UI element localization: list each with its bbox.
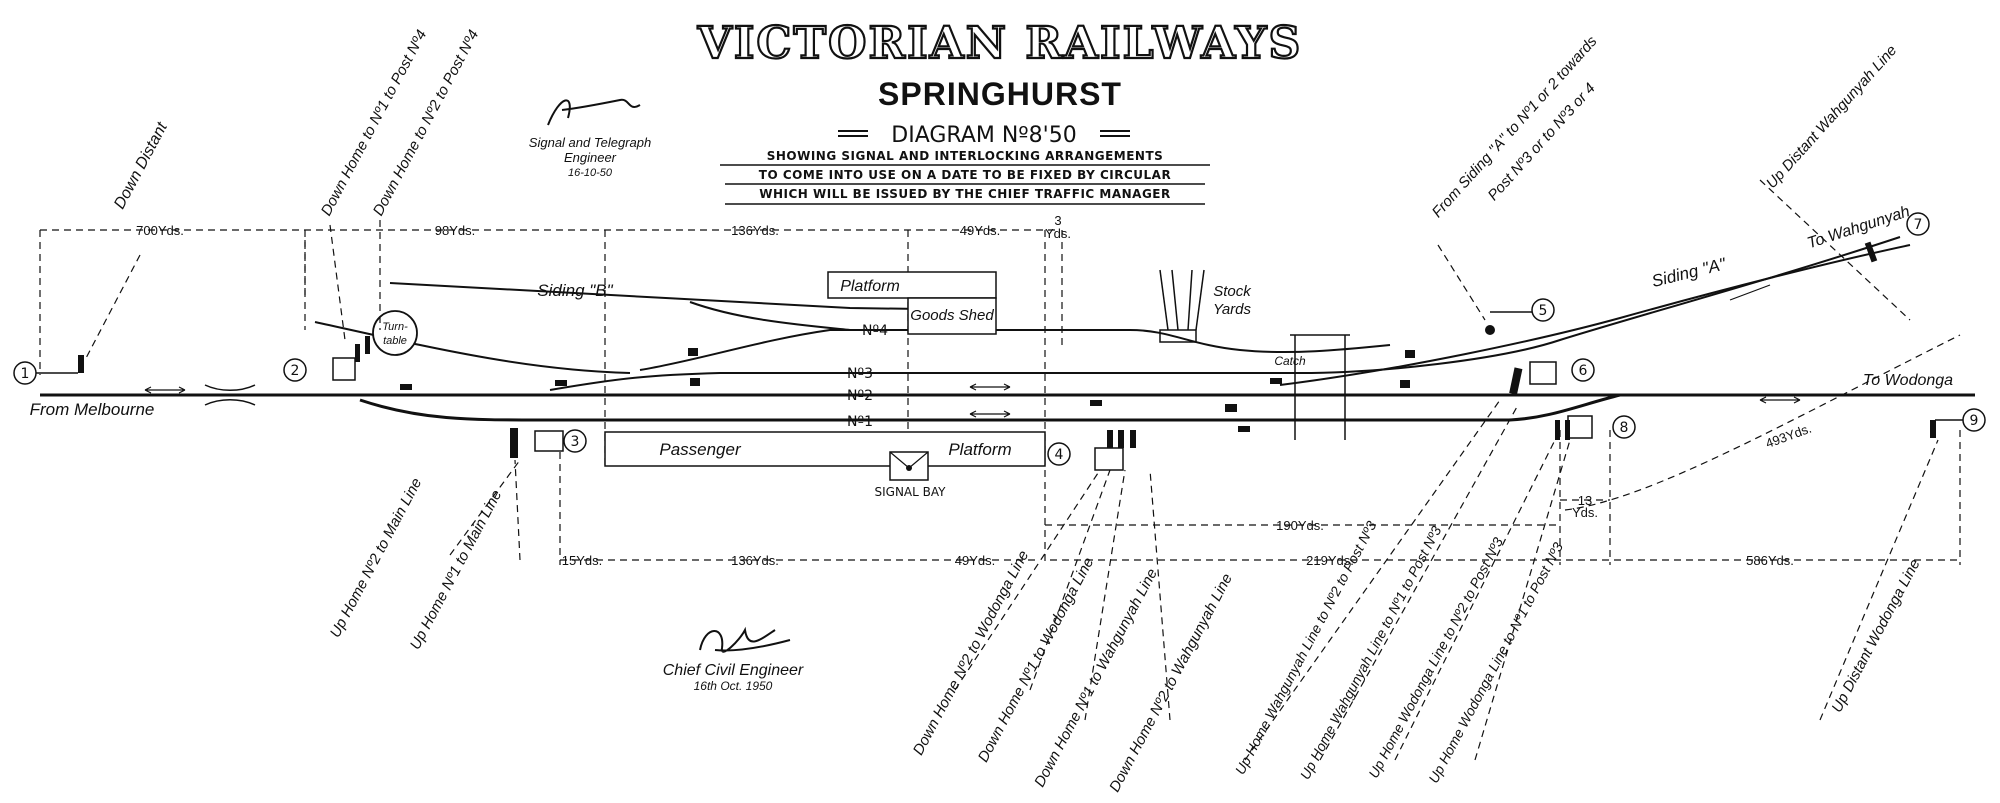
to-wodonga-label: To Wodonga <box>1863 372 1953 389</box>
telegraph-signature-name: Signal and Telegraph <box>529 135 651 150</box>
leader-lines <box>84 179 1939 761</box>
siding-a-label: Siding "A" <box>1650 254 1729 291</box>
signal-post-6-number: 6 <box>1579 363 1588 379</box>
signal-post-8-number: 8 <box>1620 420 1629 436</box>
siding-b-label: Siding "B" <box>537 281 613 300</box>
dim-top-3: 3 <box>1054 213 1061 228</box>
dim-top-49: 49Yds. <box>960 223 1000 238</box>
turntable-label-1: Turn- <box>382 321 408 333</box>
goods-platform <box>827 271 997 335</box>
top-dimension-lines <box>39 229 1063 470</box>
to-wahgunyah-label: To Wahgunyah <box>1805 203 1912 252</box>
signal-post-3 <box>510 428 587 458</box>
civil-signature-role: Chief Civil Engineer <box>663 662 804 679</box>
dim-bottom-219: 219Yds. <box>1306 553 1354 568</box>
goods-shed-label: Goods Shed <box>910 307 994 324</box>
label-up-home-wod-2: Up Home Wodonga Line to Nº2 to Post Nº3 <box>1365 534 1506 780</box>
signal-post-1-number: 1 <box>21 366 30 382</box>
catch-label: Catch <box>1274 354 1306 368</box>
dim-top-136: 136Yds. <box>731 223 779 238</box>
signal-post-7-number: 7 <box>1914 217 1923 233</box>
dim-bottom-136: 136Yds. <box>731 553 779 568</box>
dim-bottom-13-unit: Yds. <box>1572 505 1598 520</box>
label-down-distant: Down Distant <box>111 119 171 211</box>
level-crossing <box>1290 334 1350 440</box>
signal-post-7 <box>1864 212 1930 263</box>
dim-bottom-586: 586Yds. <box>1746 553 1794 568</box>
dim-bottom-190: 190Yds. <box>1276 518 1324 533</box>
dim-bottom-49: 49Yds. <box>955 553 995 568</box>
dim-bottom-15: 15Yds. <box>562 553 602 568</box>
label-up-home-wod-1: Up Home Wodonga Line to Nº1 to Post Nº3 <box>1425 539 1566 785</box>
from-melbourne-label: From Melbourne <box>30 400 155 419</box>
subtitle-line-1: SHOWING SIGNAL AND INTERLOCKING ARRANGEM… <box>767 149 1164 163</box>
signal-post-4 <box>1047 430 1136 471</box>
signal-post-5-number: 5 <box>1539 303 1548 319</box>
label-down-home-2-wodonga: Down Home Nº2 to Wodonga Line <box>910 548 1032 758</box>
dim-bottom-493: 493Yds. <box>1763 421 1813 451</box>
goods-platform-label: Platform <box>840 278 900 295</box>
stock-yards-label-2: Yards <box>1213 301 1252 318</box>
signal-post-6 <box>1509 358 1595 395</box>
signal-post-5 <box>1485 298 1555 335</box>
label-up-distant-wodonga: Up Distant Wodonga Line <box>1828 556 1923 715</box>
signal-post-3-number: 3 <box>571 434 580 450</box>
platform-main-label: Platform <box>948 440 1011 459</box>
civil-signature-mark <box>699 626 791 653</box>
label-up-distant-wahgunyah: Up Distant Wahgunyah Line <box>1763 42 1900 192</box>
dim-top-98: 98Yds. <box>435 223 475 238</box>
label-down-home-1-post4: Down Home to Nº1 to Post Nº4 <box>318 27 431 218</box>
label-up-home-2-main: Up Home Nº2 to Main Line <box>327 475 426 640</box>
signal-post-9 <box>1930 408 1986 438</box>
telegraph-signature-mark <box>547 98 641 126</box>
dim-top-3-unit: Yds. <box>1045 226 1071 241</box>
stock-yards <box>1159 269 1205 343</box>
track-markers <box>400 348 1415 432</box>
passenger-platform <box>604 431 1046 467</box>
dim-top-700: 700Yds. <box>136 223 184 238</box>
signal-post-4-number: 4 <box>1055 447 1064 463</box>
station-name: SPRINGHURST <box>878 76 1122 112</box>
road-no1-label: Nº1 <box>847 414 873 430</box>
bottom-dimension-lines <box>559 334 1961 565</box>
road-no4-label: Nº4 <box>862 323 888 339</box>
civil-signature-date: 16th Oct. 1950 <box>694 679 773 693</box>
passenger-label: Passenger <box>659 440 742 459</box>
signal-bay <box>889 451 929 481</box>
signal-post-2 <box>283 336 370 382</box>
road-no3-label: Nº3 <box>847 366 873 382</box>
label-down-home-2-post4: Down Home to Nº2 to Post Nº4 <box>370 27 483 218</box>
signal-post-2-number: 2 <box>291 363 300 379</box>
diagram-title: VICTORIAN RAILWAYS <box>697 18 1303 69</box>
signal-post-9-number: 9 <box>1970 413 1979 429</box>
bridge <box>204 384 256 406</box>
diagram-number: DIAGRAM Nº8'50 <box>891 123 1076 148</box>
signal-bay-label: SIGNAL BAY <box>875 485 947 499</box>
subtitle-line-2: TO COME INTO USE ON A DATE TO BE FIXED B… <box>759 168 1171 182</box>
telegraph-signature-date: 16-10-50 <box>568 167 613 179</box>
signal-post-1 <box>13 355 84 385</box>
label-up-home-1-main: Up Home Nº1 to Main Line <box>407 487 506 652</box>
diagram-number-rule <box>838 130 1130 137</box>
road-no1 <box>359 393 1621 422</box>
road-no2-label: Nº2 <box>847 388 873 404</box>
label-from-siding-a-1: From Siding "A" to Nº1 or 2 towards <box>1429 33 1601 222</box>
direction-arrows <box>144 284 1801 418</box>
telegraph-signature-role: Engineer <box>564 150 617 165</box>
signal-post-8 <box>1555 415 1636 440</box>
turntable: Turn- table <box>372 310 418 356</box>
dim-bottom-13: 13 <box>1578 493 1592 508</box>
siding-b <box>314 282 1391 374</box>
road-no2-no3 <box>549 236 1911 391</box>
subtitle-rules <box>720 164 1210 205</box>
turntable-label-2: table <box>383 335 407 347</box>
stock-yards-label-1: Stock <box>1213 283 1252 300</box>
label-down-home-1-wodonga: Down Home Nº1 to Wodonga Line <box>975 555 1097 765</box>
subtitle-line-3: WHICH WILL BE ISSUED BY THE CHIEF TRAFFI… <box>759 187 1171 201</box>
